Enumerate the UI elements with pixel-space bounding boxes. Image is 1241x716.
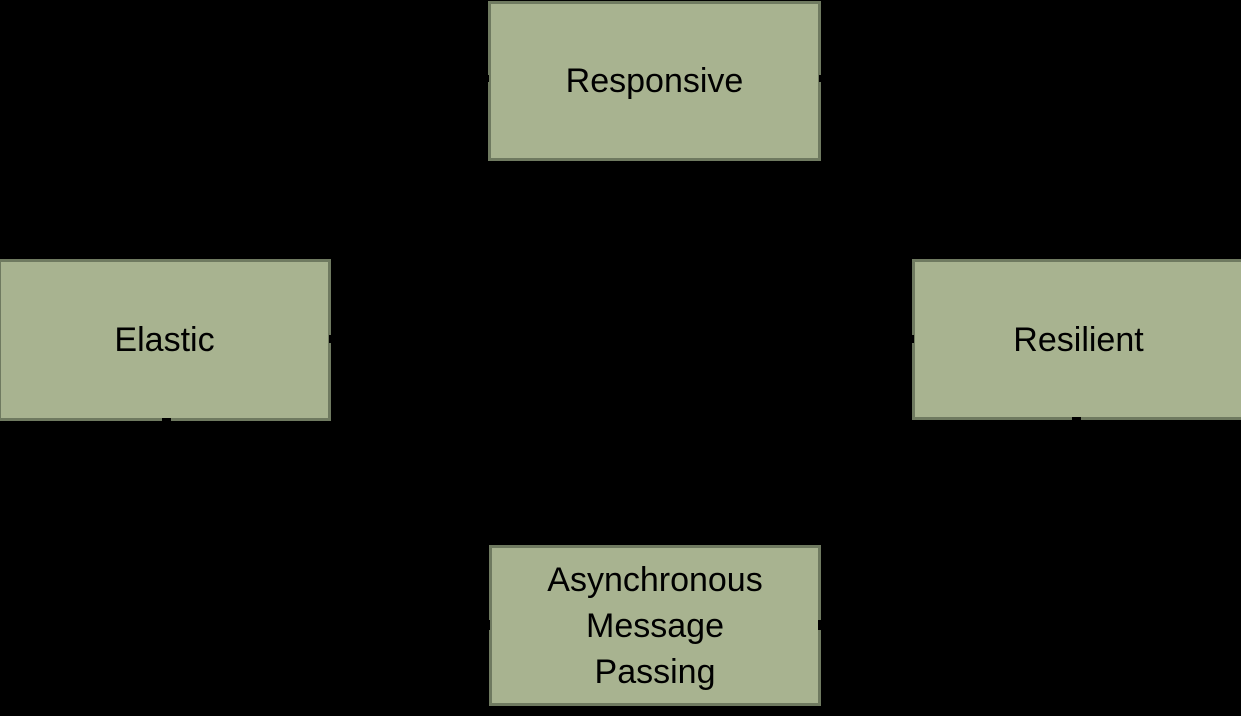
- node-responsive-label: Responsive: [565, 62, 744, 100]
- arrowhead-icon-resilient-top: [1072, 254, 1082, 259]
- arrowhead-icon-elastic-right: [329, 335, 334, 343]
- node-elastic: Elastic: [0, 259, 331, 421]
- arrowhead-icon-responsive-right: [819, 75, 825, 82]
- arrowhead-icon-async-right: [818, 620, 825, 630]
- arrowhead-icon-resilient-left: [909, 335, 914, 343]
- label-line-3: Passing: [594, 652, 716, 691]
- node-resilient: Resilient: [912, 259, 1241, 420]
- node-responsive: Responsive: [488, 1, 821, 161]
- node-asynchronous-message-passing: Asynchronous Message Passing: [489, 545, 821, 706]
- arrowhead-icon-resilient-bottom: [1072, 417, 1081, 422]
- node-resilient-label: Resilient: [1013, 320, 1144, 359]
- arrowhead-icon-responsive-left: [483, 75, 489, 82]
- arrowhead-icon-elastic-top: [162, 254, 172, 259]
- arrowhead-icon-async-left: [483, 620, 490, 630]
- label-line-1: Asynchronous: [547, 560, 763, 599]
- node-asynchronous-message-passing-label: Asynchronous Message Passing: [547, 557, 762, 695]
- arrowhead-icon-elastic-bottom: [162, 418, 171, 423]
- node-elastic-label: Elastic: [114, 321, 215, 359]
- label-line-2: Message: [586, 606, 724, 645]
